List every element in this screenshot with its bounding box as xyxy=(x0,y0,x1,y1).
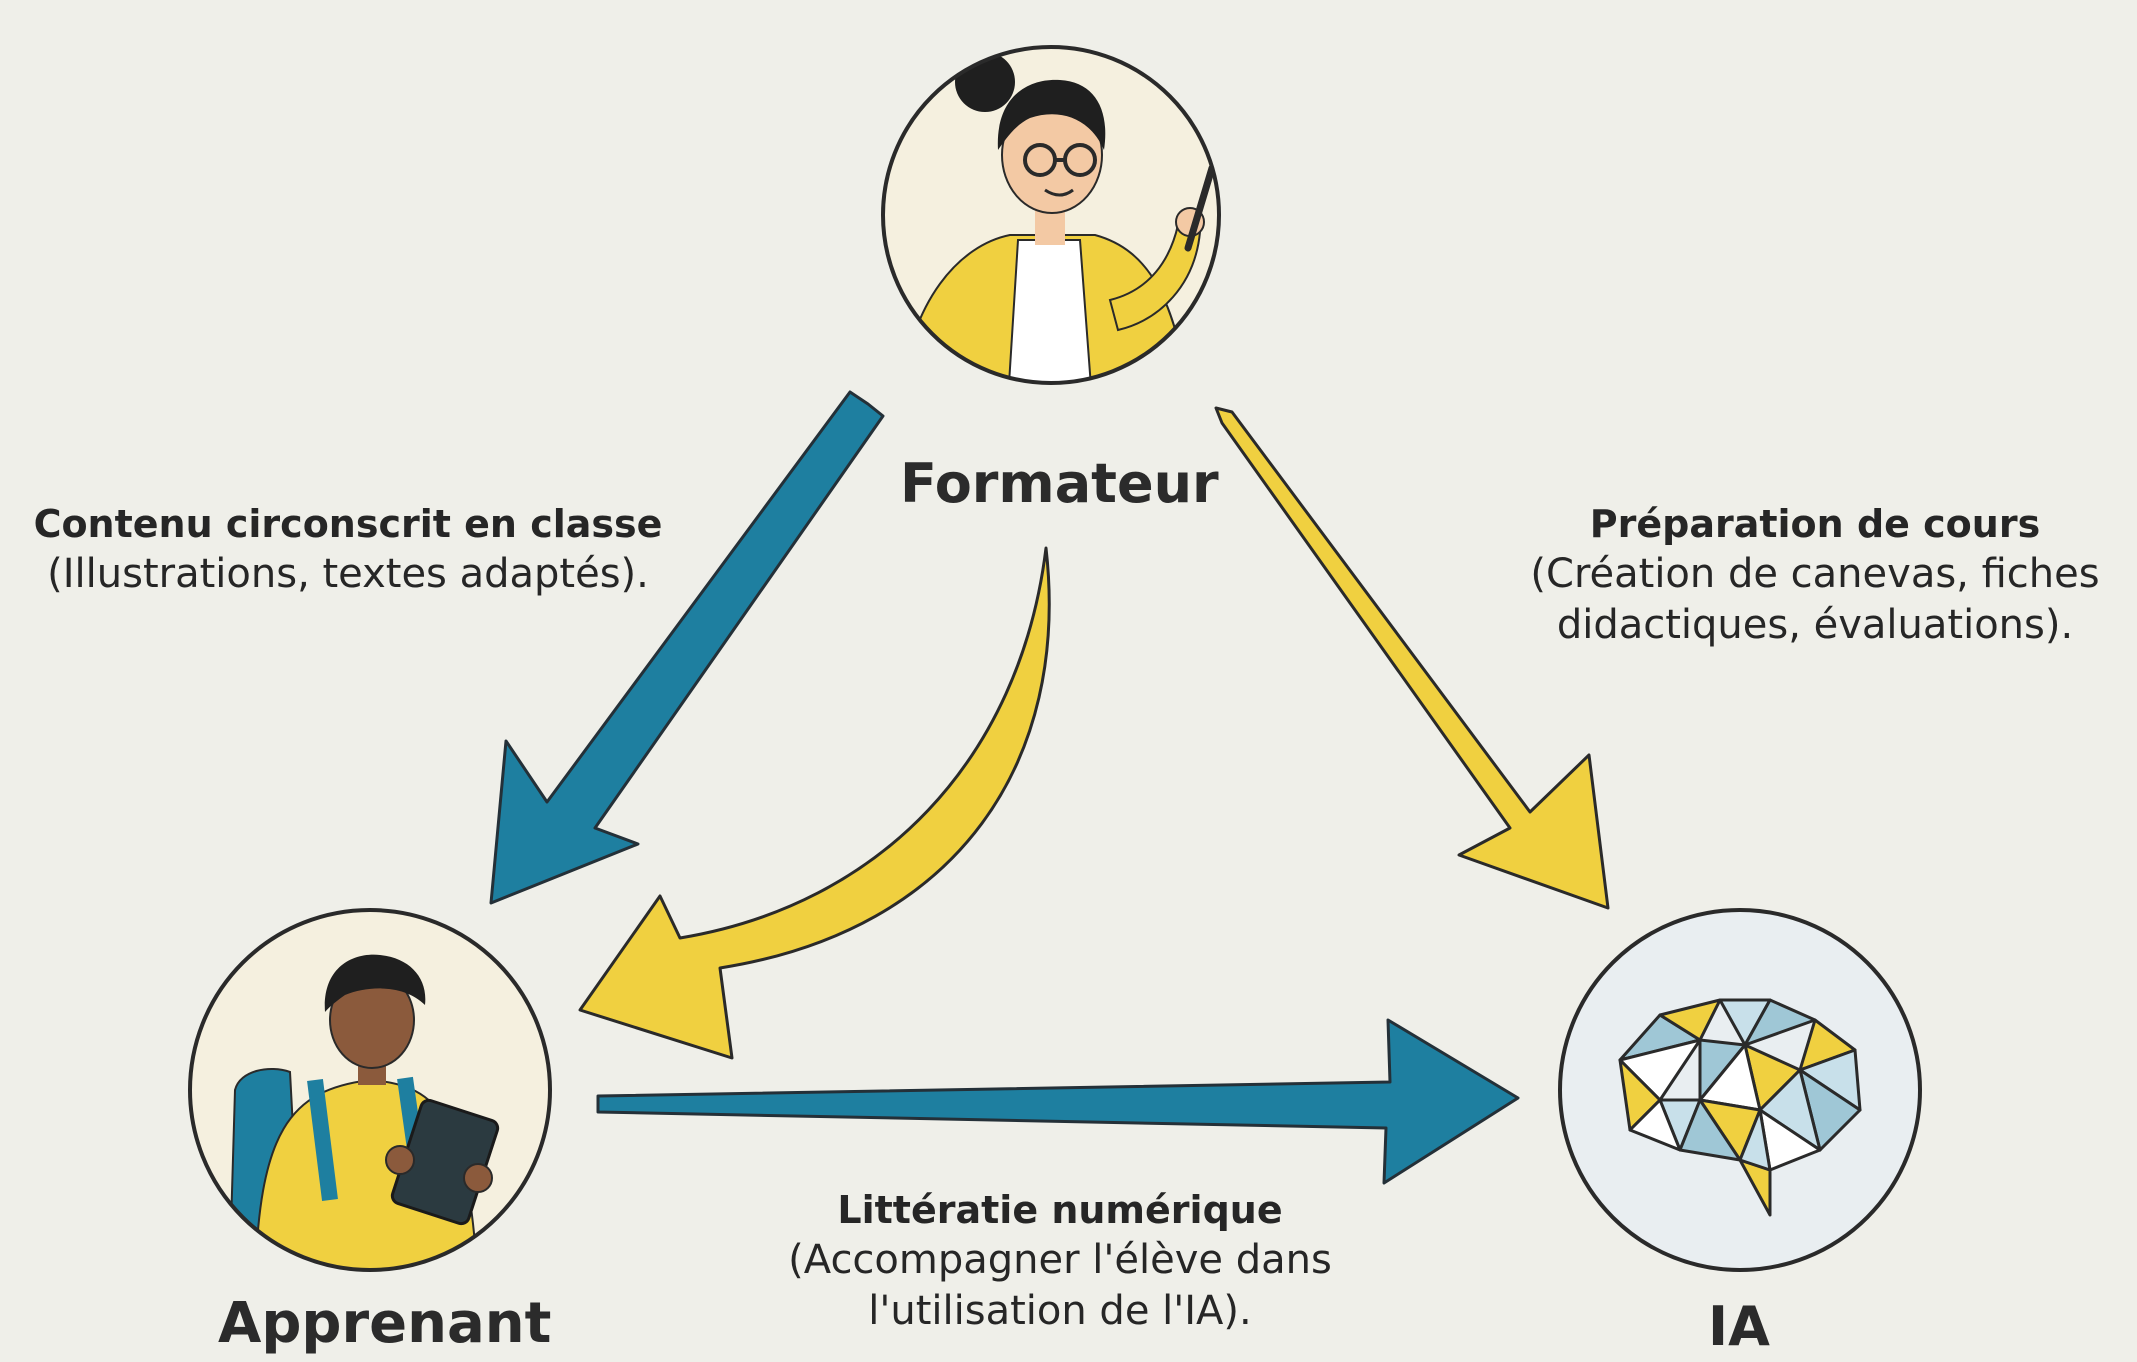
ia-label: IA xyxy=(1708,1295,1770,1358)
edge-title-apprenant-ia: Littératie numérique xyxy=(837,1188,1283,1232)
teacher-illustration xyxy=(898,52,1216,383)
edge-label-apprenant-ia: Littératie numérique (Accompagner l'élèv… xyxy=(740,1186,1380,1337)
arrow-formateur-to-ia xyxy=(1214,406,1610,910)
edge-title-formateur-ia: Préparation de cours xyxy=(1589,502,2041,546)
arrow-apprenant-to-ia xyxy=(596,1018,1520,1185)
edge-description-formateur-ia-line1: (Création de canevas, fiches xyxy=(1530,550,2100,597)
geometric-brain-icon xyxy=(1618,998,1862,1217)
formateur-label: Formateur xyxy=(900,452,1219,515)
arrow-formateur-to-apprenant xyxy=(489,390,885,905)
edge-description-apprenant-ia-line1: (Accompagner l'élève dans xyxy=(788,1236,1332,1283)
student-with-tablet-illustration xyxy=(228,954,500,1270)
ia-node xyxy=(1558,908,1922,1272)
edge-label-formateur-apprenant: Contenu circonscrit en classe (Illustrat… xyxy=(18,500,678,600)
apprenant-node xyxy=(188,908,552,1272)
edge-label-formateur-ia: Préparation de cours (Création de caneva… xyxy=(1500,500,2130,651)
apprenant-label: Apprenant xyxy=(218,1291,552,1356)
edge-description-formateur-apprenant: (Illustrations, textes adaptés). xyxy=(47,550,649,597)
edge-title-formateur-apprenant: Contenu circonscrit en classe xyxy=(33,502,663,546)
edge-description-formateur-ia-line2: didactiques, évaluations). xyxy=(1556,601,2074,648)
formateur-node xyxy=(881,45,1221,385)
arrow-curved-formateur-to-apprenant xyxy=(578,546,1051,1060)
edge-description-apprenant-ia-line2: l'utilisation de l'IA). xyxy=(868,1287,1252,1334)
